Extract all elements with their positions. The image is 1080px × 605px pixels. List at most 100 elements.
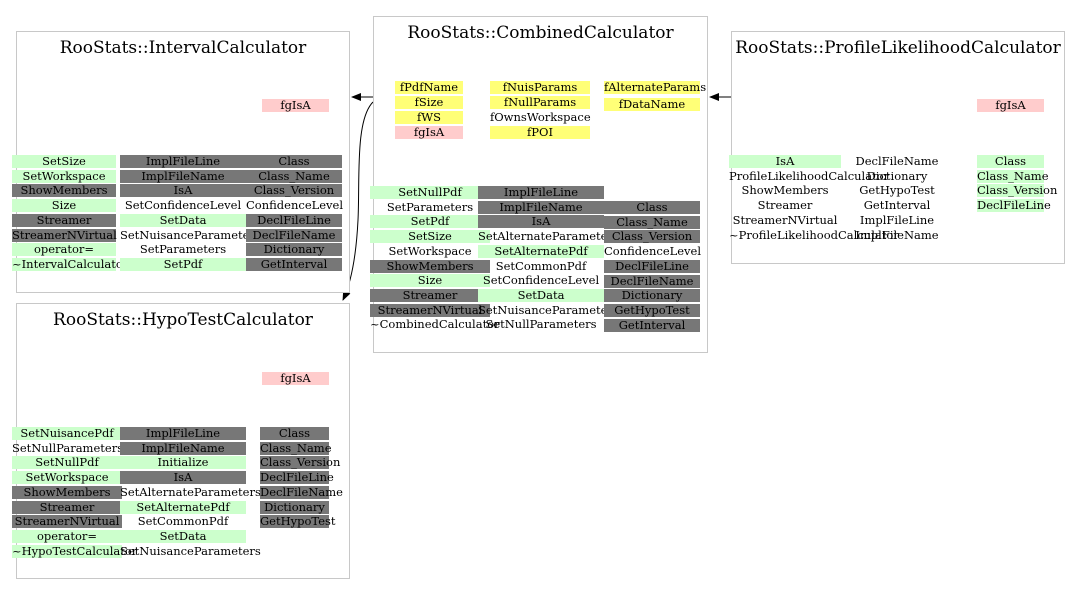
member-item: SetNullParameters	[12, 440, 124, 455]
member-item: DeclFileLine	[604, 259, 700, 273]
member-item: SetAlternatePdf	[120, 500, 246, 514]
member-item: fAlternateParams	[604, 80, 707, 94]
interval-calculator-node[interactable]: RooStats::IntervalCalculator fgIsA SetSi…	[12, 31, 350, 293]
member-item: SetData	[478, 288, 604, 302]
member-item: SetNullParameters	[485, 317, 597, 332]
member-item: SetData	[120, 213, 246, 227]
member-item: fNullParams	[490, 96, 590, 109]
member-item: Class	[246, 155, 342, 168]
member-item: ShowMembers	[741, 183, 829, 198]
member-item: SetWorkspace	[12, 471, 122, 485]
member-item: fgIsA	[262, 99, 329, 112]
member-item: SetConfidenceLevel	[124, 198, 242, 213]
member-item: SetPdf	[370, 215, 490, 229]
member-item: StreamerNVirtual	[732, 212, 838, 227]
member-item: fgIsA	[977, 99, 1044, 112]
hypotest-calculator-title: RooStats::HypoTestCalculator	[53, 310, 313, 330]
member-item: SetAlternateParameters	[120, 484, 261, 499]
member-item: SetNuisanceParameters	[478, 302, 619, 317]
member-item: Class_Version	[604, 230, 700, 244]
member-item: StreamerNVirtual	[12, 515, 122, 529]
member-item: SetAlternateParameters	[478, 229, 619, 244]
member-item: DeclFileName	[855, 154, 939, 168]
member-item: SetData	[120, 529, 246, 543]
member-item: DeclFileLine	[246, 213, 342, 227]
member-item: fPdfName	[395, 81, 463, 94]
member-item: SetSize	[370, 230, 490, 244]
member-item: ProfileLikelihoodCalculator	[729, 168, 890, 183]
member-item: Class	[260, 427, 329, 440]
member-item: IsA	[478, 215, 604, 229]
member-item: Class_Version	[246, 184, 342, 198]
member-item: SetParameters	[386, 199, 474, 214]
combined-calculator-title: RooStats::CombinedCalculator	[407, 23, 674, 43]
member-item: SetConfidenceLevel	[482, 273, 600, 288]
member-item: fOwnsWorkspace	[490, 110, 591, 124]
profile-likelihood-calculator-title: RooStats::ProfileLikelihoodCalculator	[735, 38, 1061, 58]
member-item: GetInterval	[863, 198, 931, 213]
member-item: ImplFileName	[855, 227, 939, 242]
member-item: operator=	[12, 243, 116, 257]
member-item: ConfidenceLevel	[604, 244, 702, 259]
member-item: Dictionary	[260, 500, 329, 514]
hypotest-calculator-node[interactable]: RooStats::HypoTestCalculator fgIsA SetNu…	[12, 303, 350, 579]
member-item: DeclFileName	[246, 228, 342, 242]
member-item: Class	[604, 201, 700, 214]
member-item: Streamer	[370, 288, 490, 302]
member-item: Dictionary	[246, 243, 342, 257]
member-item: ImplFileLine	[120, 155, 246, 168]
member-item: Streamer	[12, 213, 116, 227]
member-item: SetParameters	[139, 242, 227, 257]
member-item: ~IntervalCalculator	[12, 256, 129, 271]
member-item: DeclFileName	[260, 484, 343, 499]
member-item: Class_Version	[260, 455, 341, 470]
member-item: ImplFileName	[478, 200, 604, 214]
member-item: ImplFileLine	[859, 212, 935, 227]
member-item: Class_Name	[246, 169, 342, 183]
member-item: Class_Version	[977, 183, 1058, 198]
member-item: SetPdf	[120, 257, 246, 271]
member-item: ~CombinedCalculator	[370, 317, 500, 332]
member-item: ShowMembers	[12, 485, 122, 499]
member-item: Dictionary	[604, 289, 700, 303]
member-item: IsA	[120, 471, 246, 485]
interval-calculator-title: RooStats::IntervalCalculator	[59, 38, 307, 58]
member-item: SetNuisancePdf	[12, 427, 122, 440]
member-item: Dictionary	[866, 168, 928, 183]
member-item: ImplFileLine	[120, 427, 246, 440]
member-item: ImplFileName	[120, 169, 246, 183]
member-item: IsA	[120, 184, 246, 198]
member-item: SetNullPdf	[370, 186, 490, 199]
profile-likelihood-calculator-node[interactable]: RooStats::ProfileLikelihoodCalculator fg…	[729, 31, 1065, 264]
member-item: Size	[12, 199, 116, 213]
member-item: Class_Name	[977, 168, 1049, 183]
member-item: fWS	[395, 111, 463, 124]
member-item: ~ProfileLikelihoodCalculator	[729, 227, 899, 242]
member-item: StreamerNVirtual	[12, 227, 117, 242]
member-item: fgIsA	[395, 126, 463, 139]
member-item: SetWorkspace	[12, 169, 116, 183]
member-item: DeclFileName	[604, 274, 700, 288]
member-item: ~HypoTestCalculator	[12, 543, 138, 558]
member-item: GetInterval	[604, 318, 700, 332]
member-item: ConfidenceLevel	[246, 198, 344, 213]
member-item: ShowMembers	[370, 259, 490, 273]
member-item: Streamer	[12, 500, 122, 514]
member-item: ImplFileName	[120, 441, 246, 455]
member-item: fSize	[395, 96, 463, 109]
member-item: SetCommonPdf	[137, 514, 229, 529]
member-item: IsA	[729, 155, 841, 168]
member-item: fgIsA	[262, 372, 329, 385]
member-item: SetCommonPdf	[495, 258, 587, 273]
member-item: GetHypoTest	[604, 303, 700, 317]
member-item: Class_Name	[260, 440, 332, 455]
member-item: DeclFileLine	[260, 470, 334, 485]
member-item: SetSize	[12, 155, 116, 168]
member-item: StreamerNVirtual	[370, 303, 490, 317]
member-item: SetAlternatePdf	[478, 244, 604, 258]
member-item: operator=	[12, 529, 122, 543]
member-item: SetWorkspace	[388, 243, 472, 258]
member-item: ImplFileLine	[478, 186, 604, 199]
member-item: Class	[977, 155, 1044, 168]
